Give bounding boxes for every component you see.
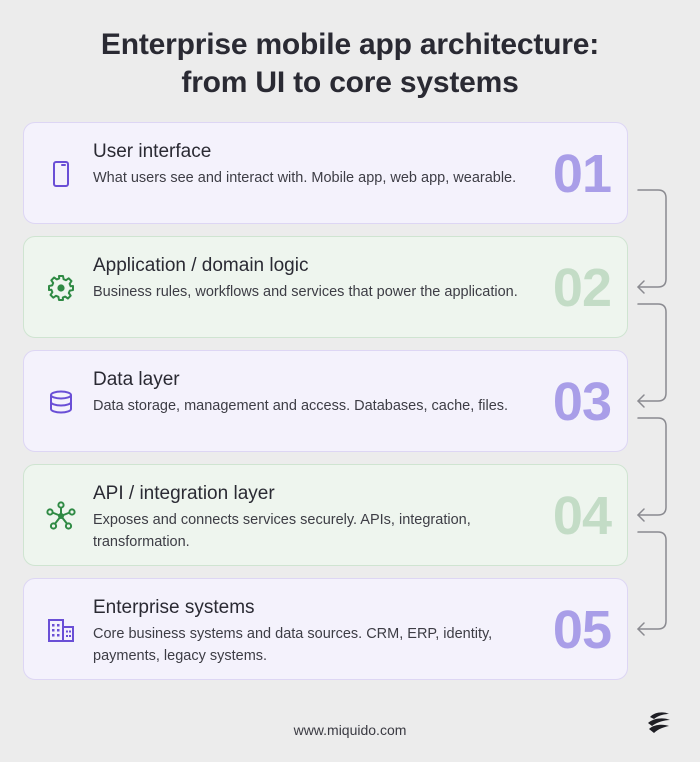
gear-icon xyxy=(48,275,74,301)
layer-heading: Enterprise systems xyxy=(93,597,255,618)
layer-heading: Application / domain logic xyxy=(93,255,309,276)
layer-heading: Data layer xyxy=(93,369,180,390)
layer-card-application-logic: Application / domain logic Business rule… xyxy=(23,236,628,338)
layer-description: Core business systems and data sources. … xyxy=(93,626,493,664)
layer-heading: User interface xyxy=(93,141,212,162)
layer-heading: API / integration layer xyxy=(93,483,275,504)
layer-card-data-layer: Data layer Data storage, management and … xyxy=(23,350,628,452)
layer-description: Business rules, workflows and services t… xyxy=(93,284,518,300)
layer-number: 04 xyxy=(552,486,612,546)
title-line-2: from UI to core systems xyxy=(181,66,519,99)
page-title: Enterprise mobile app architecture: from… xyxy=(0,26,700,102)
footer-url[interactable]: www.miquido.com xyxy=(293,722,407,738)
mobile-phone-icon xyxy=(53,161,69,187)
title-line-1: Enterprise mobile app architecture: xyxy=(100,28,600,61)
layer-description: Data storage, management and access. Dat… xyxy=(93,398,509,414)
layer-number: 03 xyxy=(552,372,612,432)
network-icon xyxy=(46,501,76,530)
database-icon xyxy=(50,390,72,414)
layer-description: Exposes and connects services securely. … xyxy=(93,512,471,550)
connector-arrow-3-4 xyxy=(637,417,667,522)
connector-arrow-4-5 xyxy=(637,531,667,636)
layer-card-user-interface: User interface What users see and intera… xyxy=(23,122,628,224)
connector-arrow-2-3 xyxy=(637,303,667,408)
layer-card-api-integration: API / integration layer Exposes and conn… xyxy=(23,464,628,566)
layer-description: What users see and interact with. Mobile… xyxy=(93,170,517,186)
layer-number: 05 xyxy=(552,600,612,660)
layer-number: 01 xyxy=(552,144,612,204)
miquido-logo-icon xyxy=(648,712,670,733)
layer-card-enterprise-systems: Enterprise systems Core business systems… xyxy=(23,578,628,680)
connector-arrow-1-2 xyxy=(637,189,667,294)
building-icon xyxy=(48,619,74,642)
layer-number: 02 xyxy=(552,258,612,318)
